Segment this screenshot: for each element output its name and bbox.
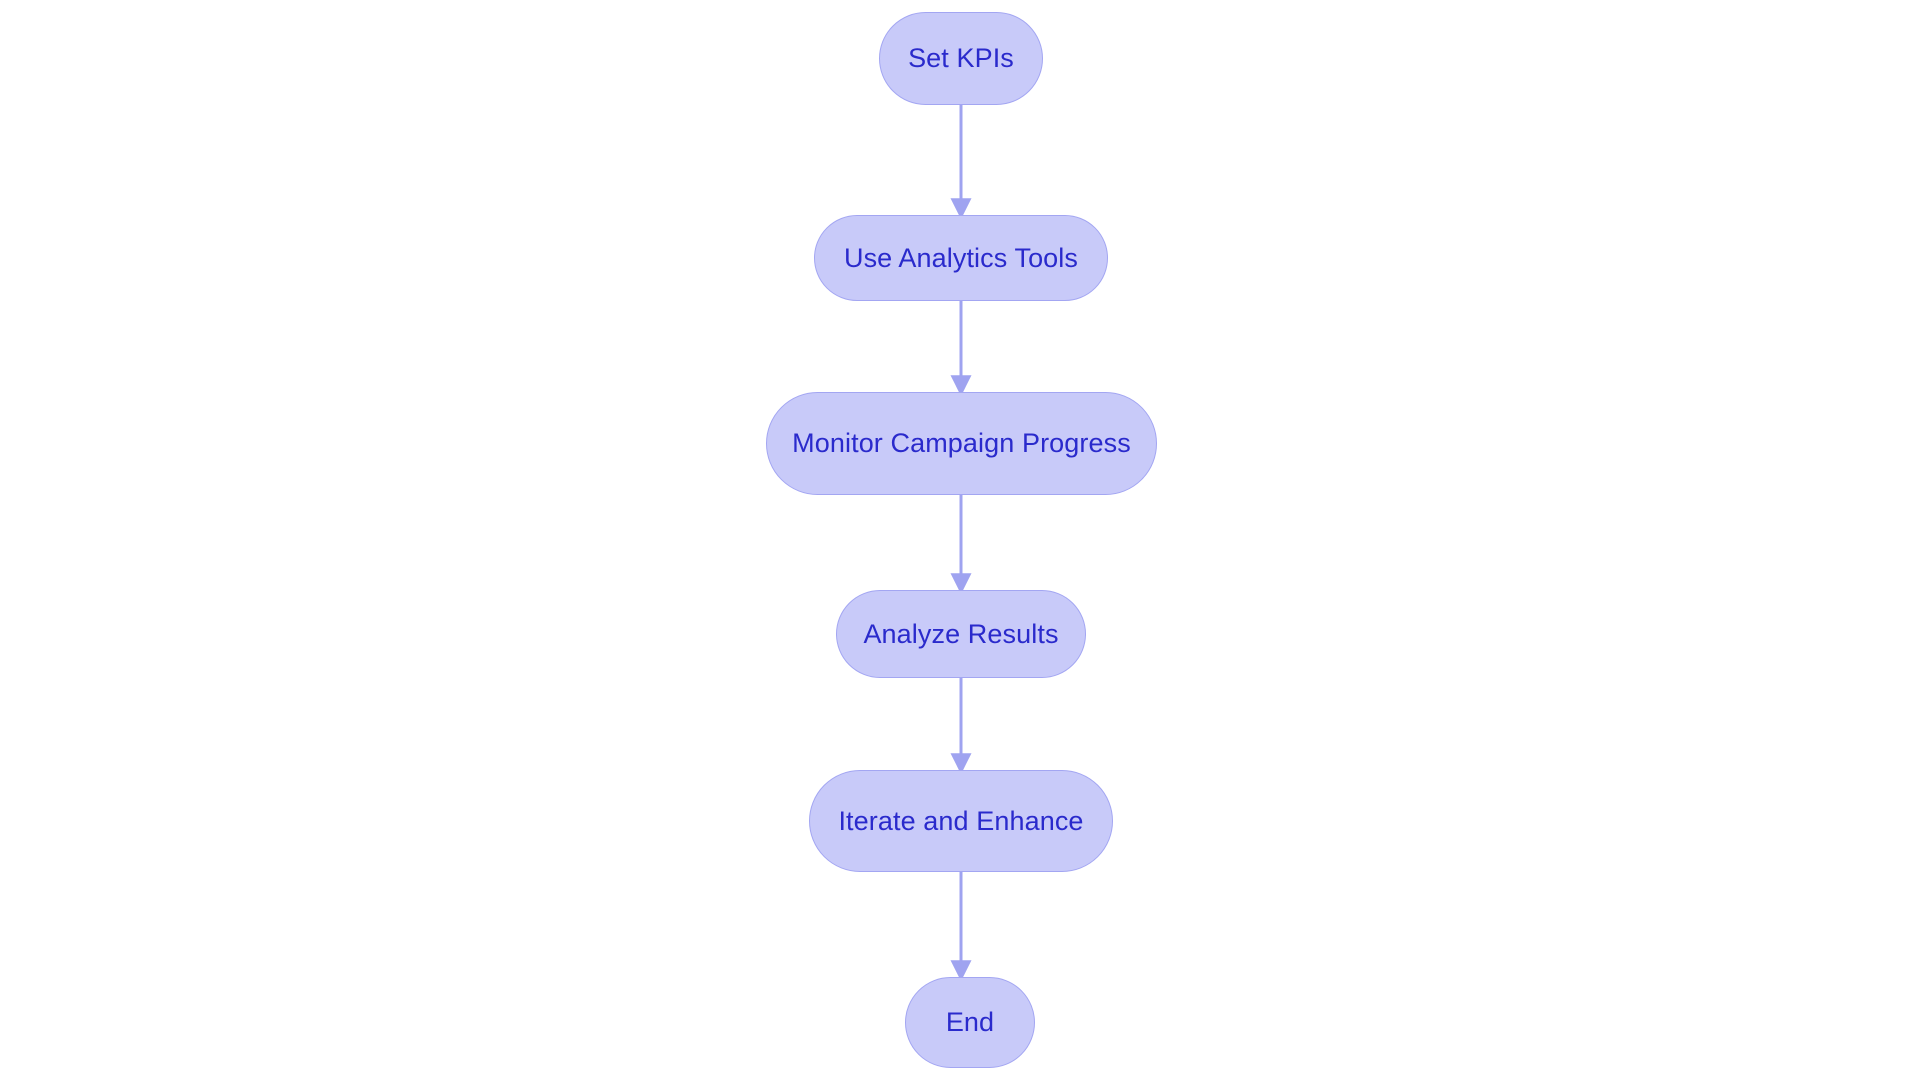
node-label-set-kpis: Set KPIs	[908, 43, 1014, 73]
node-end[interactable]: End	[905, 977, 1035, 1068]
node-iterate-and-enhance[interactable]: Iterate and Enhance	[809, 770, 1113, 872]
node-monitor-campaign-progress[interactable]: Monitor Campaign Progress	[766, 392, 1157, 495]
node-label-end: End	[945, 1007, 995, 1037]
node-use-analytics-tools[interactable]: Use Analytics Tools	[814, 215, 1108, 301]
node-set-kpis[interactable]: Set KPIs	[879, 12, 1043, 105]
node-analyze-results[interactable]: Analyze Results	[836, 590, 1086, 678]
node-label-use-analytics-tools: Use Analytics Tools	[843, 242, 1078, 273]
node-label-analyze-results: Analyze Results	[863, 618, 1059, 649]
node-label-iterate-and-enhance: Iterate and Enhance	[838, 805, 1084, 836]
node-label-monitor-campaign-progress: Monitor Campaign Progress	[792, 428, 1131, 458]
